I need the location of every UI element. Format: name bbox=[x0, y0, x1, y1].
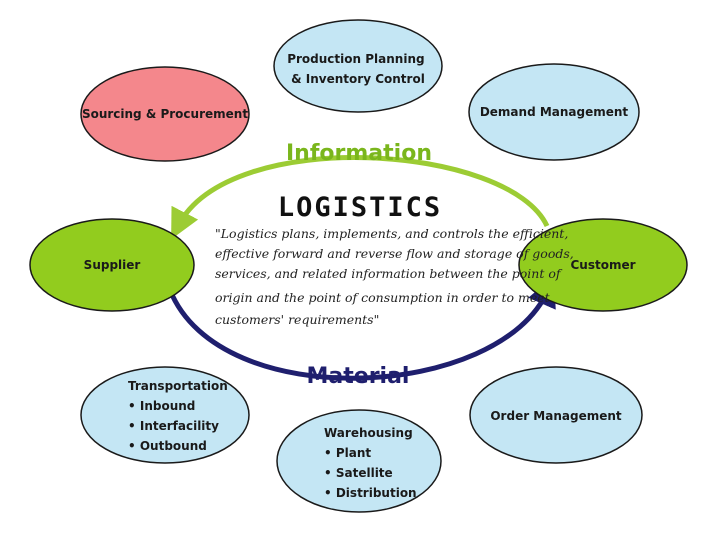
warehousing-label: Warehousing • Plant • Satellite • Distri… bbox=[324, 426, 417, 500]
warehousing-node: Warehousing • Plant • Satellite • Distri… bbox=[276, 409, 442, 513]
material-arrow bbox=[167, 276, 556, 381]
transportation-label: Transportation • Inbound • Interfacility… bbox=[128, 379, 232, 453]
sourcing-procurement-label: Sourcing & Procurement bbox=[82, 107, 248, 121]
logistics-title: LOGISTICS bbox=[278, 192, 442, 223]
information-label: Information bbox=[286, 141, 432, 166]
logistics-definition: "Logistics plans, implements, and contro… bbox=[215, 226, 578, 327]
information-arrow bbox=[171, 155, 550, 240]
demand-management-node: Demand Management bbox=[468, 63, 640, 161]
sourcing-procurement-node: Sourcing & Procurement bbox=[80, 66, 250, 162]
demand-management-label: Demand Management bbox=[480, 105, 629, 119]
customer-node: Customer bbox=[518, 218, 688, 312]
supplier-node: Supplier bbox=[29, 218, 195, 312]
transportation-node: Transportation • Inbound • Interfacility… bbox=[80, 366, 250, 464]
order-management-label: Order Management bbox=[490, 409, 622, 423]
production-planning-label: Production Planning & Inventory Control bbox=[287, 52, 429, 86]
supplier-label: Supplier bbox=[84, 258, 141, 272]
material-label: Material bbox=[307, 364, 410, 389]
customer-label: Customer bbox=[570, 258, 635, 272]
production-planning-node: Production Planning & Inventory Control bbox=[273, 19, 443, 113]
order-management-node: Order Management bbox=[469, 366, 643, 464]
